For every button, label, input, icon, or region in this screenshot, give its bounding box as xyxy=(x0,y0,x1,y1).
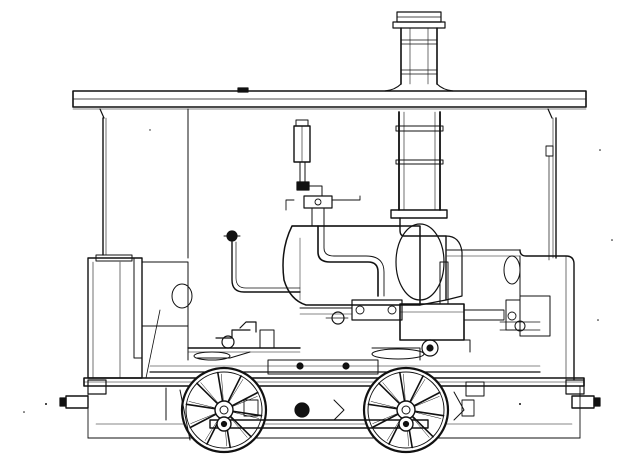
control-levers xyxy=(187,321,301,361)
wheel-rim xyxy=(367,371,445,449)
wheel-spoke xyxy=(367,403,398,410)
wheel-spoke xyxy=(398,371,406,402)
wheel-spoke xyxy=(414,410,445,417)
wheel-spoke xyxy=(231,391,259,407)
wheel-spoke xyxy=(185,403,216,410)
wheel-spoke-shade xyxy=(200,382,219,404)
frame-footplate xyxy=(83,347,585,439)
wheel-hub xyxy=(214,400,234,420)
wheel-spoke xyxy=(227,375,242,403)
cylinder-valve-gear xyxy=(299,261,541,357)
wheel-spoke-shade xyxy=(232,411,260,419)
wheel-spoke-shade xyxy=(403,373,406,402)
wheel-spoke xyxy=(189,413,217,429)
wheel-rim xyxy=(185,371,263,449)
chimney xyxy=(384,11,454,219)
wheel-spoke xyxy=(216,371,224,402)
wheel-spoke xyxy=(196,382,219,405)
wheel-hub xyxy=(396,400,416,420)
engraving-marks xyxy=(23,129,613,413)
wheel-spoke-shade xyxy=(370,401,398,409)
wheel-spoke-shade xyxy=(414,396,440,407)
steam-dome xyxy=(285,119,361,227)
driving-wheels xyxy=(180,366,450,454)
roof-columns xyxy=(102,108,557,261)
wheel-spoke xyxy=(232,410,263,417)
cab-rear xyxy=(87,254,193,379)
coupling-rod xyxy=(165,387,475,441)
wheel-spoke xyxy=(409,375,424,403)
wheel-spoke-shade xyxy=(221,373,224,402)
wheel-spoke-shade xyxy=(188,401,216,409)
wheel-spoke-shade xyxy=(372,413,398,424)
wheel-spoke-shade xyxy=(410,379,426,403)
wheel xyxy=(362,366,450,454)
wheel-axle xyxy=(401,405,411,415)
wheel-spoke-shade xyxy=(228,379,244,403)
front-end xyxy=(503,249,575,381)
buffers xyxy=(59,379,601,409)
wheel-axle xyxy=(219,405,229,415)
wheel-spoke-shade xyxy=(190,413,216,424)
wheel xyxy=(180,366,268,454)
steam-pipes xyxy=(223,225,385,297)
roof-canopy xyxy=(72,87,587,119)
wheel-spoke-shade xyxy=(232,396,258,407)
wheel-spoke xyxy=(413,391,441,407)
wheel-spoke-shade xyxy=(382,382,401,404)
wheel-spoke-shade xyxy=(414,411,442,419)
wheel-spoke xyxy=(371,413,399,429)
wheel-spoke xyxy=(378,382,401,405)
boiler xyxy=(282,217,521,306)
